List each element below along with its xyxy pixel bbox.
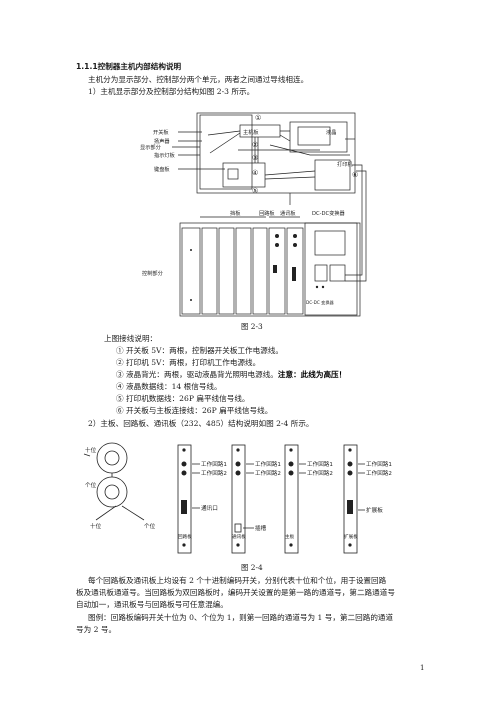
board-loop: [177, 444, 192, 554]
label-board-comm: 通讯板: [232, 533, 246, 540]
exp-work-loop2: 工作回路2: [366, 469, 392, 477]
wiring-note-6: ⑥ 开关板与主板连接线：26P 扁平线信号线。: [116, 406, 273, 415]
label-indicator: 指示灯板: [154, 151, 176, 159]
callout-4: ④: [252, 169, 258, 177]
figure-2-3: 开关板 扬声器 显示部分 指示灯板 键盘板 主机板 液晶 打印机 控制部分 挡板…: [140, 112, 367, 317]
dcdc-slot: [304, 222, 358, 316]
para-1-line-3: 自动加一，通讯板号与回路板号可任意混编。: [76, 600, 228, 609]
label-blank-board: 挡板: [230, 209, 241, 217]
callout-5: ⑤: [252, 187, 258, 195]
board-expansion: [343, 444, 358, 554]
label-board-main: 主板: [285, 533, 295, 540]
wiring-note-3: ③ 液晶背光：两根，驱动液晶背光照明电源线。注意：此线为高压！: [116, 370, 346, 380]
label-tens-bottom: 十位: [90, 522, 102, 530]
para-1-line-2: 板及通讯板通道号。当回路板为双回路板时，编码开关设置的是第一路的通道号，第二路通…: [76, 588, 395, 597]
label-printer: 打印机: [337, 160, 353, 168]
label-ones-bottom: 个位: [144, 522, 156, 530]
para-1-line-1: 每个回路板及通讯板上均设有 2 个十进制编码开关，分别代表十位和个位，用于设置回…: [88, 576, 387, 585]
wiring-note-1: ① 开关板 5V：两根，控制器开关板工作电源线。: [116, 346, 284, 355]
board-comm: [231, 444, 246, 554]
para-2-line-2: 号为 2 号。: [76, 625, 117, 634]
caption-fig-2-4: 图 2-4: [241, 563, 263, 572]
label-lcd: 液晶: [326, 128, 336, 136]
comm-work-loop1: 工作回路1: [255, 460, 281, 468]
label-board-loop: 回路板: [178, 533, 192, 540]
wiring-note-4: ④ 液晶数据线：14 根信号线。: [116, 382, 222, 391]
item-1-text: 1）主机显示部分及控制部分结构如图 2-3 所示。: [88, 87, 255, 96]
label-board-exp: 扩展板: [344, 533, 358, 540]
item-2-text: 2）主板、回路板、通讯板（232、485）结构说明如图 2-4 所示。: [88, 419, 314, 428]
label-control-part: 控制部分: [142, 269, 163, 277]
label-motherboard: 主机板: [243, 128, 259, 136]
page-number: 1: [420, 664, 425, 672]
callout-2: ②: [252, 141, 258, 149]
control-unit-outline: [179, 222, 361, 317]
label-switch-board: 开关板: [153, 128, 169, 136]
high-voltage-warning: 注意：此线为高压！: [277, 370, 347, 379]
lcd-box: [289, 121, 348, 153]
loop-work-loop2: 工作回路2: [201, 469, 227, 477]
comm-work-loop2: 工作回路2: [255, 469, 281, 477]
label-display-part: 显示部分: [140, 143, 161, 151]
tens-switch: [96, 442, 128, 474]
exp-expansion: 扩展板: [366, 506, 383, 514]
wiring-note-3-text: ③ 液晶背光：两根，驱动液晶背光照明电源线。: [116, 370, 278, 379]
callout-6: ⑥: [352, 171, 358, 179]
comm-slot: 插槽: [255, 524, 267, 532]
loop-board-slot: [268, 227, 286, 315]
section-heading: 1.1.1控制器主机内部结构说明: [76, 62, 182, 71]
display-unit-outline: [196, 112, 356, 194]
wiring-title: 上图接线说明：: [104, 334, 158, 343]
label-loop-board: 回路板: [259, 209, 275, 217]
loop-comm-port: 通讯口: [201, 504, 218, 512]
callout-1: ①: [255, 114, 261, 122]
wiring-note-5: ⑤ 打印机数据线：26P 扁平线信号线。: [116, 394, 250, 403]
printer-box: [314, 159, 351, 191]
main-work-loop2: 工作回路2: [307, 469, 333, 477]
label-dcdc: DC-DC变换器: [312, 209, 345, 217]
caption-fig-2-3: 图 2-3: [241, 322, 263, 331]
comm-board-slot: [286, 227, 304, 315]
loop-work-loop1: 工作回路1: [201, 460, 227, 468]
main-work-loop1: 工作回路1: [307, 460, 333, 468]
ones-switch: [96, 476, 128, 508]
board-main: [284, 444, 299, 554]
figure-2-4: 十位 个位 十位 个位 工作回路1 工作回路2 通讯口 工作回路1 工作回路2 …: [83, 442, 392, 554]
callout-3: ③: [252, 154, 258, 162]
keyboard-box: [222, 162, 266, 188]
label-dc-transformer: DC-DC 变换器: [306, 299, 335, 306]
label-tens: 十位: [85, 446, 97, 454]
label-ones: 个位: [85, 481, 97, 489]
label-keyboard: 键盘板: [154, 165, 170, 173]
wiring-note-2: ② 打印机 5V：两根，打印机工作电源线。: [116, 358, 261, 367]
intro-line: 主机分为显示部分、控制部分两个单元，两者之间通过导线相连。: [88, 75, 309, 84]
label-speaker: 扬声器: [154, 137, 170, 145]
exp-work-loop1: 工作回路1: [366, 460, 392, 468]
para-2-line-1: 图例：回路板编码开关十位为 0、个位为 1，则第一回路的通道号为 1 号，第二回…: [88, 613, 394, 622]
label-comm-board: 通讯板: [280, 209, 296, 217]
